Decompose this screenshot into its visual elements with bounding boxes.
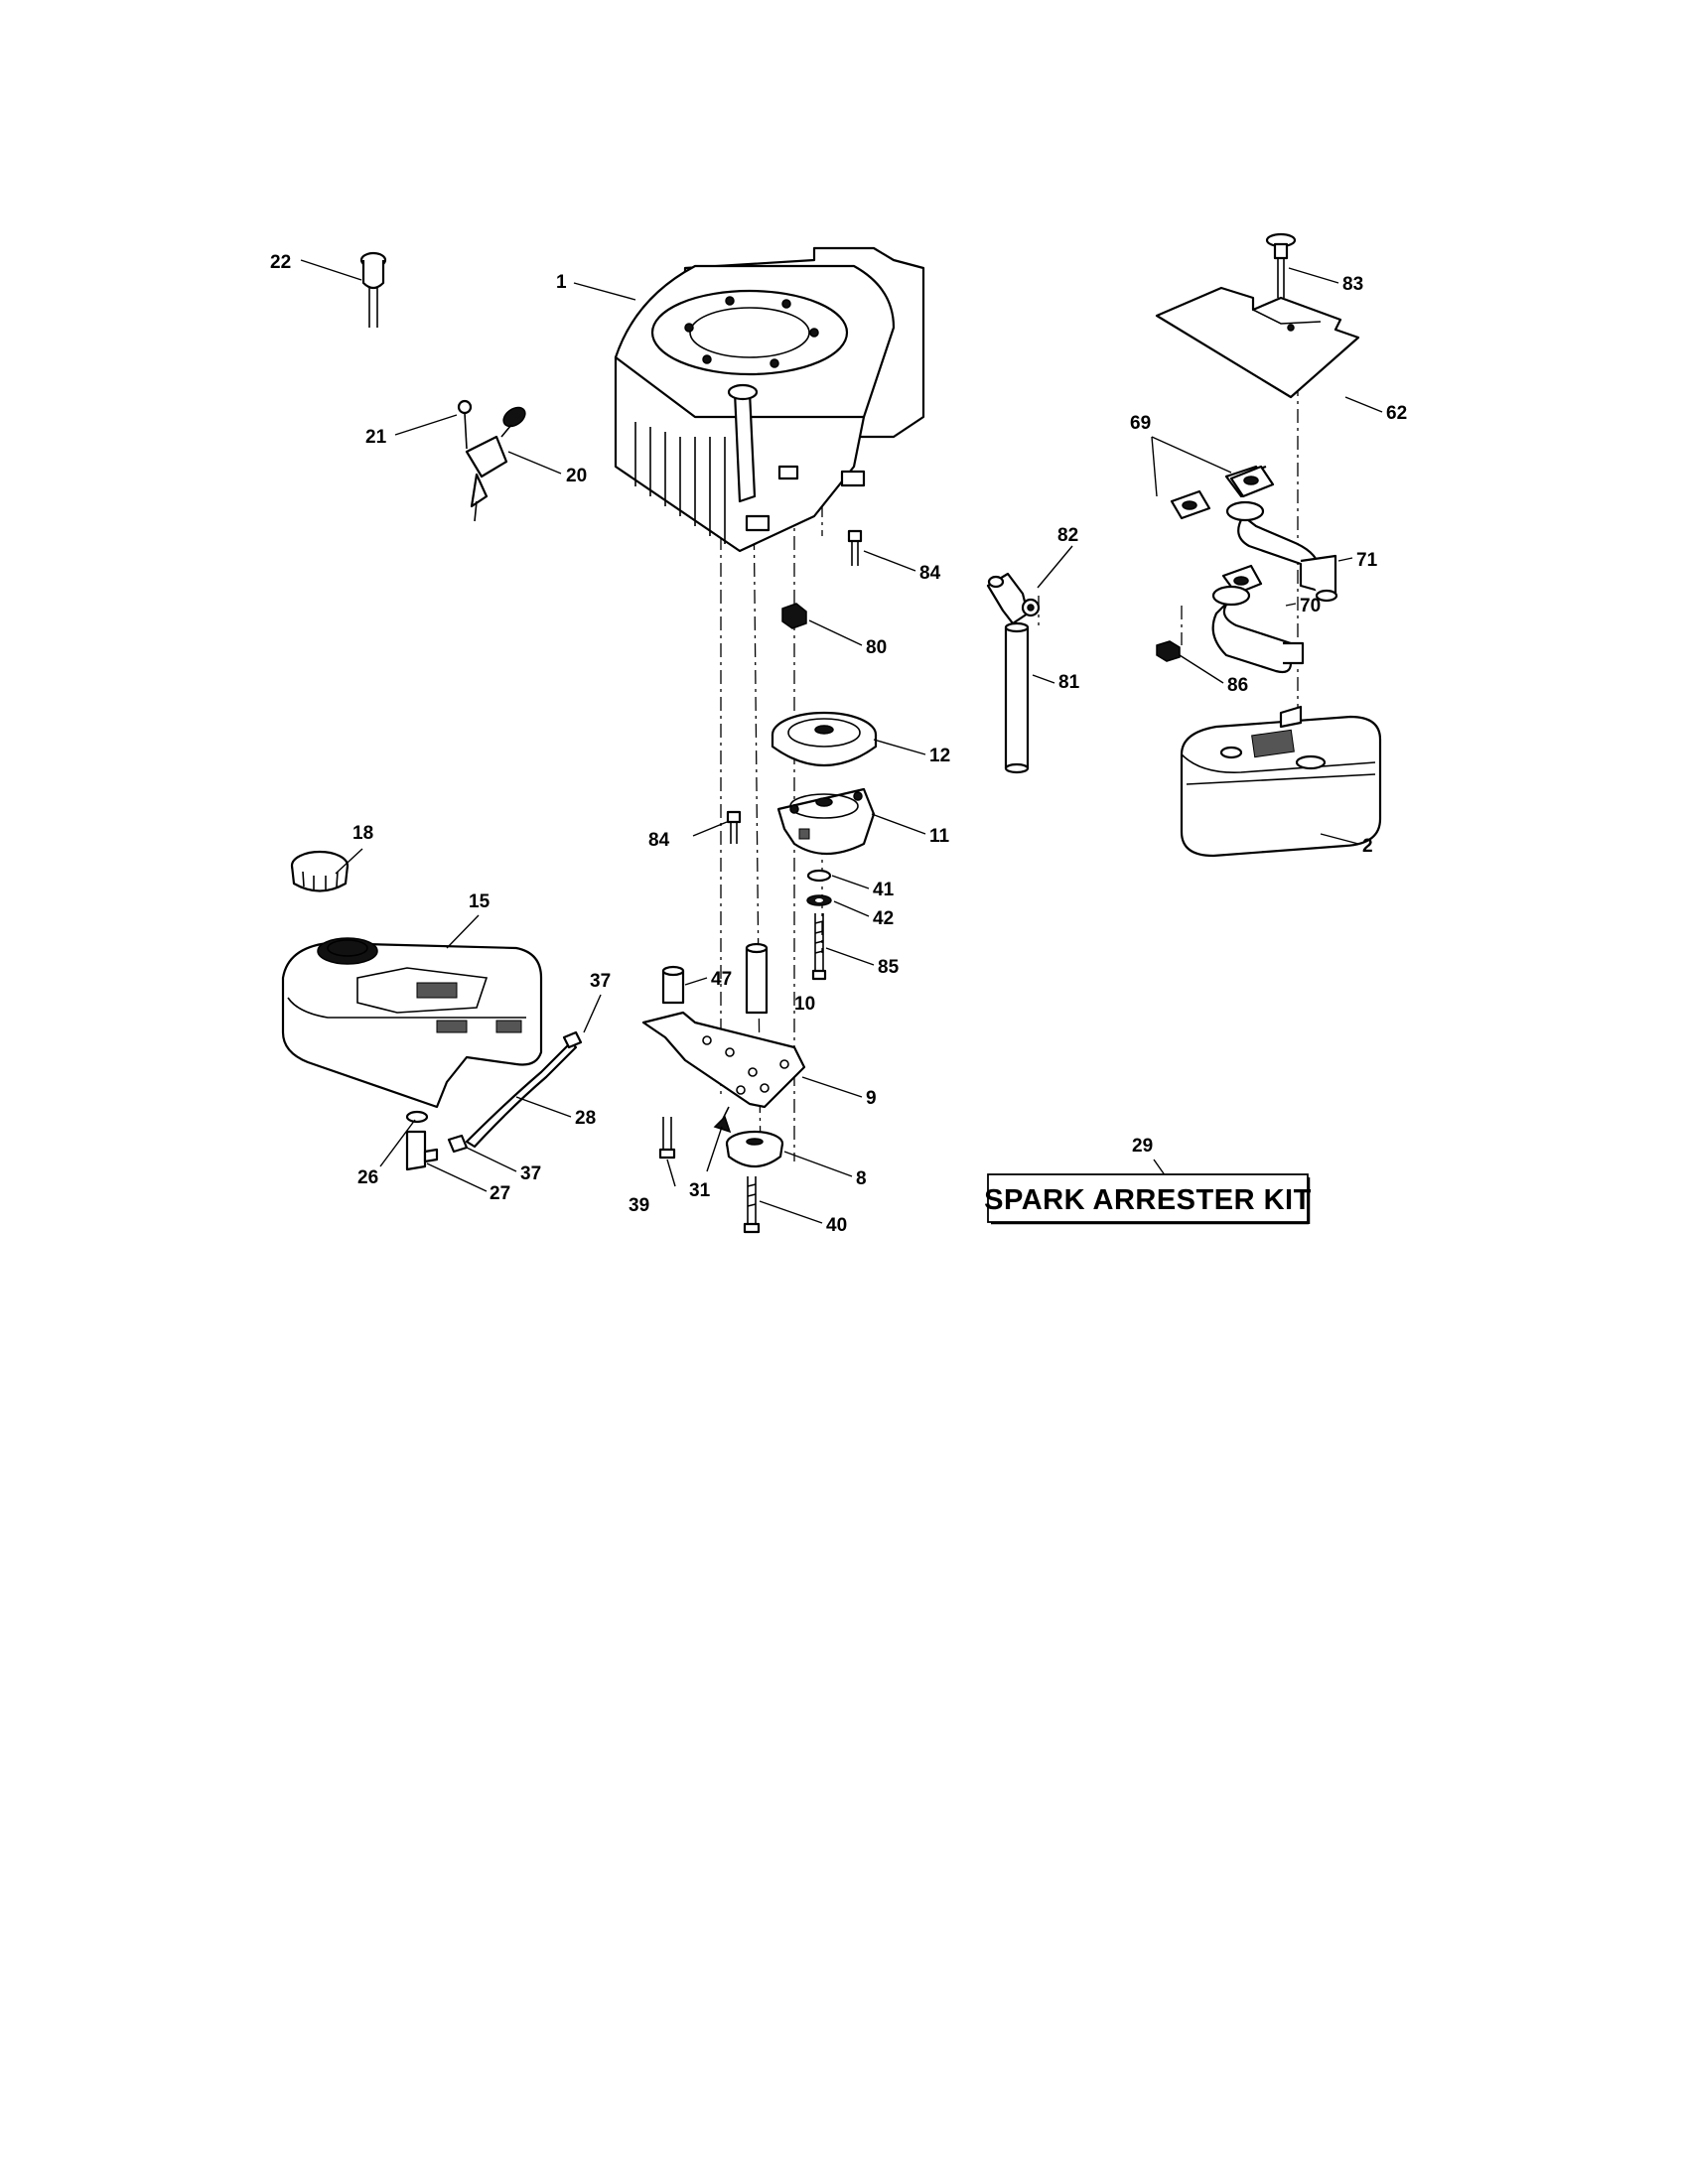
bolt-part-83 [1265,232,1297,298]
label-part-69: 69 [1130,413,1151,434]
washer-part-42 [806,894,832,906]
label-part-11: 11 [929,826,950,847]
washer-part-41 [806,869,832,883]
spark-arrester-kit-box: SPARK ARRESTER KIT [984,1173,1312,1225]
engine-part-1 [614,246,925,553]
part-number-labels: 22 1 21 20 84 82 80 81 12 11 84 41 42 85… [270,252,1407,1236]
fitting-part-82 [986,572,1041,625]
label-part-39: 39 [629,1195,649,1216]
clutch-part-11 [776,787,876,855]
tube-part-81 [1004,621,1030,774]
label-part-81: 81 [1058,672,1080,693]
label-part-70: 70 [1300,596,1321,616]
label-part-20: 20 [566,466,587,486]
label-part-40: 40 [826,1215,847,1236]
label-part-41: 41 [873,880,895,900]
clamp-part-37 [447,1030,583,1154]
bolt-part-39 [658,1117,676,1160]
label-part-21: 21 [365,427,387,448]
bolt-part-85 [811,913,827,981]
exhaust-pipe-part-71 [1225,500,1338,603]
label-part-10: 10 [794,994,815,1015]
shaft-part-10 [745,942,769,1015]
label-part-42: 42 [873,908,894,929]
exhaust-pipe-part-70 [1211,585,1305,674]
idler-pulley-part-8 [725,1130,784,1168]
label-part-83: 83 [1342,274,1363,295]
bolt-part-40 [743,1176,761,1234]
fitting-part-27 [405,1130,439,1171]
label-part-37-upper: 37 [590,971,611,992]
label-part-31: 31 [689,1180,711,1201]
label-part-47: 47 [711,969,732,990]
label-part-1: 1 [556,272,567,293]
label-part-26: 26 [357,1167,378,1188]
bolt-part-84-lower [726,810,742,844]
label-part-9: 9 [866,1088,877,1109]
fuel-cap-part-18 [290,850,350,892]
engine-cooling-fins [634,422,726,544]
label-part-27: 27 [490,1183,510,1204]
throttle-control-part-20 [465,406,526,522]
label-part-86: 86 [1227,675,1248,696]
pulley-part-12 [771,711,878,766]
spark-arrester-kit-title: SPARK ARRESTER KIT [984,1184,1312,1216]
muffler-part-2 [1180,705,1382,858]
clamp-part-26 [405,1110,429,1124]
nut-part-86 [1156,640,1181,662]
bolt-part-22 [359,251,387,328]
label-part-84-lower: 84 [648,830,670,851]
label-part-85: 85 [878,957,900,978]
label-part-22: 22 [270,252,291,273]
spacer-part-47 [661,965,685,1005]
label-part-12: 12 [929,746,950,766]
nut-part-80 [781,603,807,629]
plate-part-9 [641,1011,806,1109]
label-part-80: 80 [866,637,887,658]
leader-lines [300,259,1383,1224]
label-part-71: 71 [1356,550,1378,571]
label-part-15: 15 [469,891,491,912]
label-part-18: 18 [352,823,373,844]
label-part-8: 8 [856,1168,867,1189]
label-part-28: 28 [575,1108,596,1129]
label-part-82: 82 [1057,525,1078,546]
fuel-tank-part-15 [281,937,543,1109]
label-part-84-upper: 84 [919,563,941,584]
label-part-62: 62 [1386,403,1407,424]
label-part-2: 2 [1362,836,1373,857]
screw-part-21 [457,399,473,450]
gasket-part-69-top [1170,465,1275,520]
fuel-line-part-28 [465,1040,578,1149]
heat-shield-part-62 [1155,286,1360,399]
label-part-29: 29 [1132,1136,1153,1157]
label-part-37-lower: 37 [520,1163,541,1184]
bolt-part-84-upper [847,529,863,566]
screw-part-31 [713,1106,732,1134]
